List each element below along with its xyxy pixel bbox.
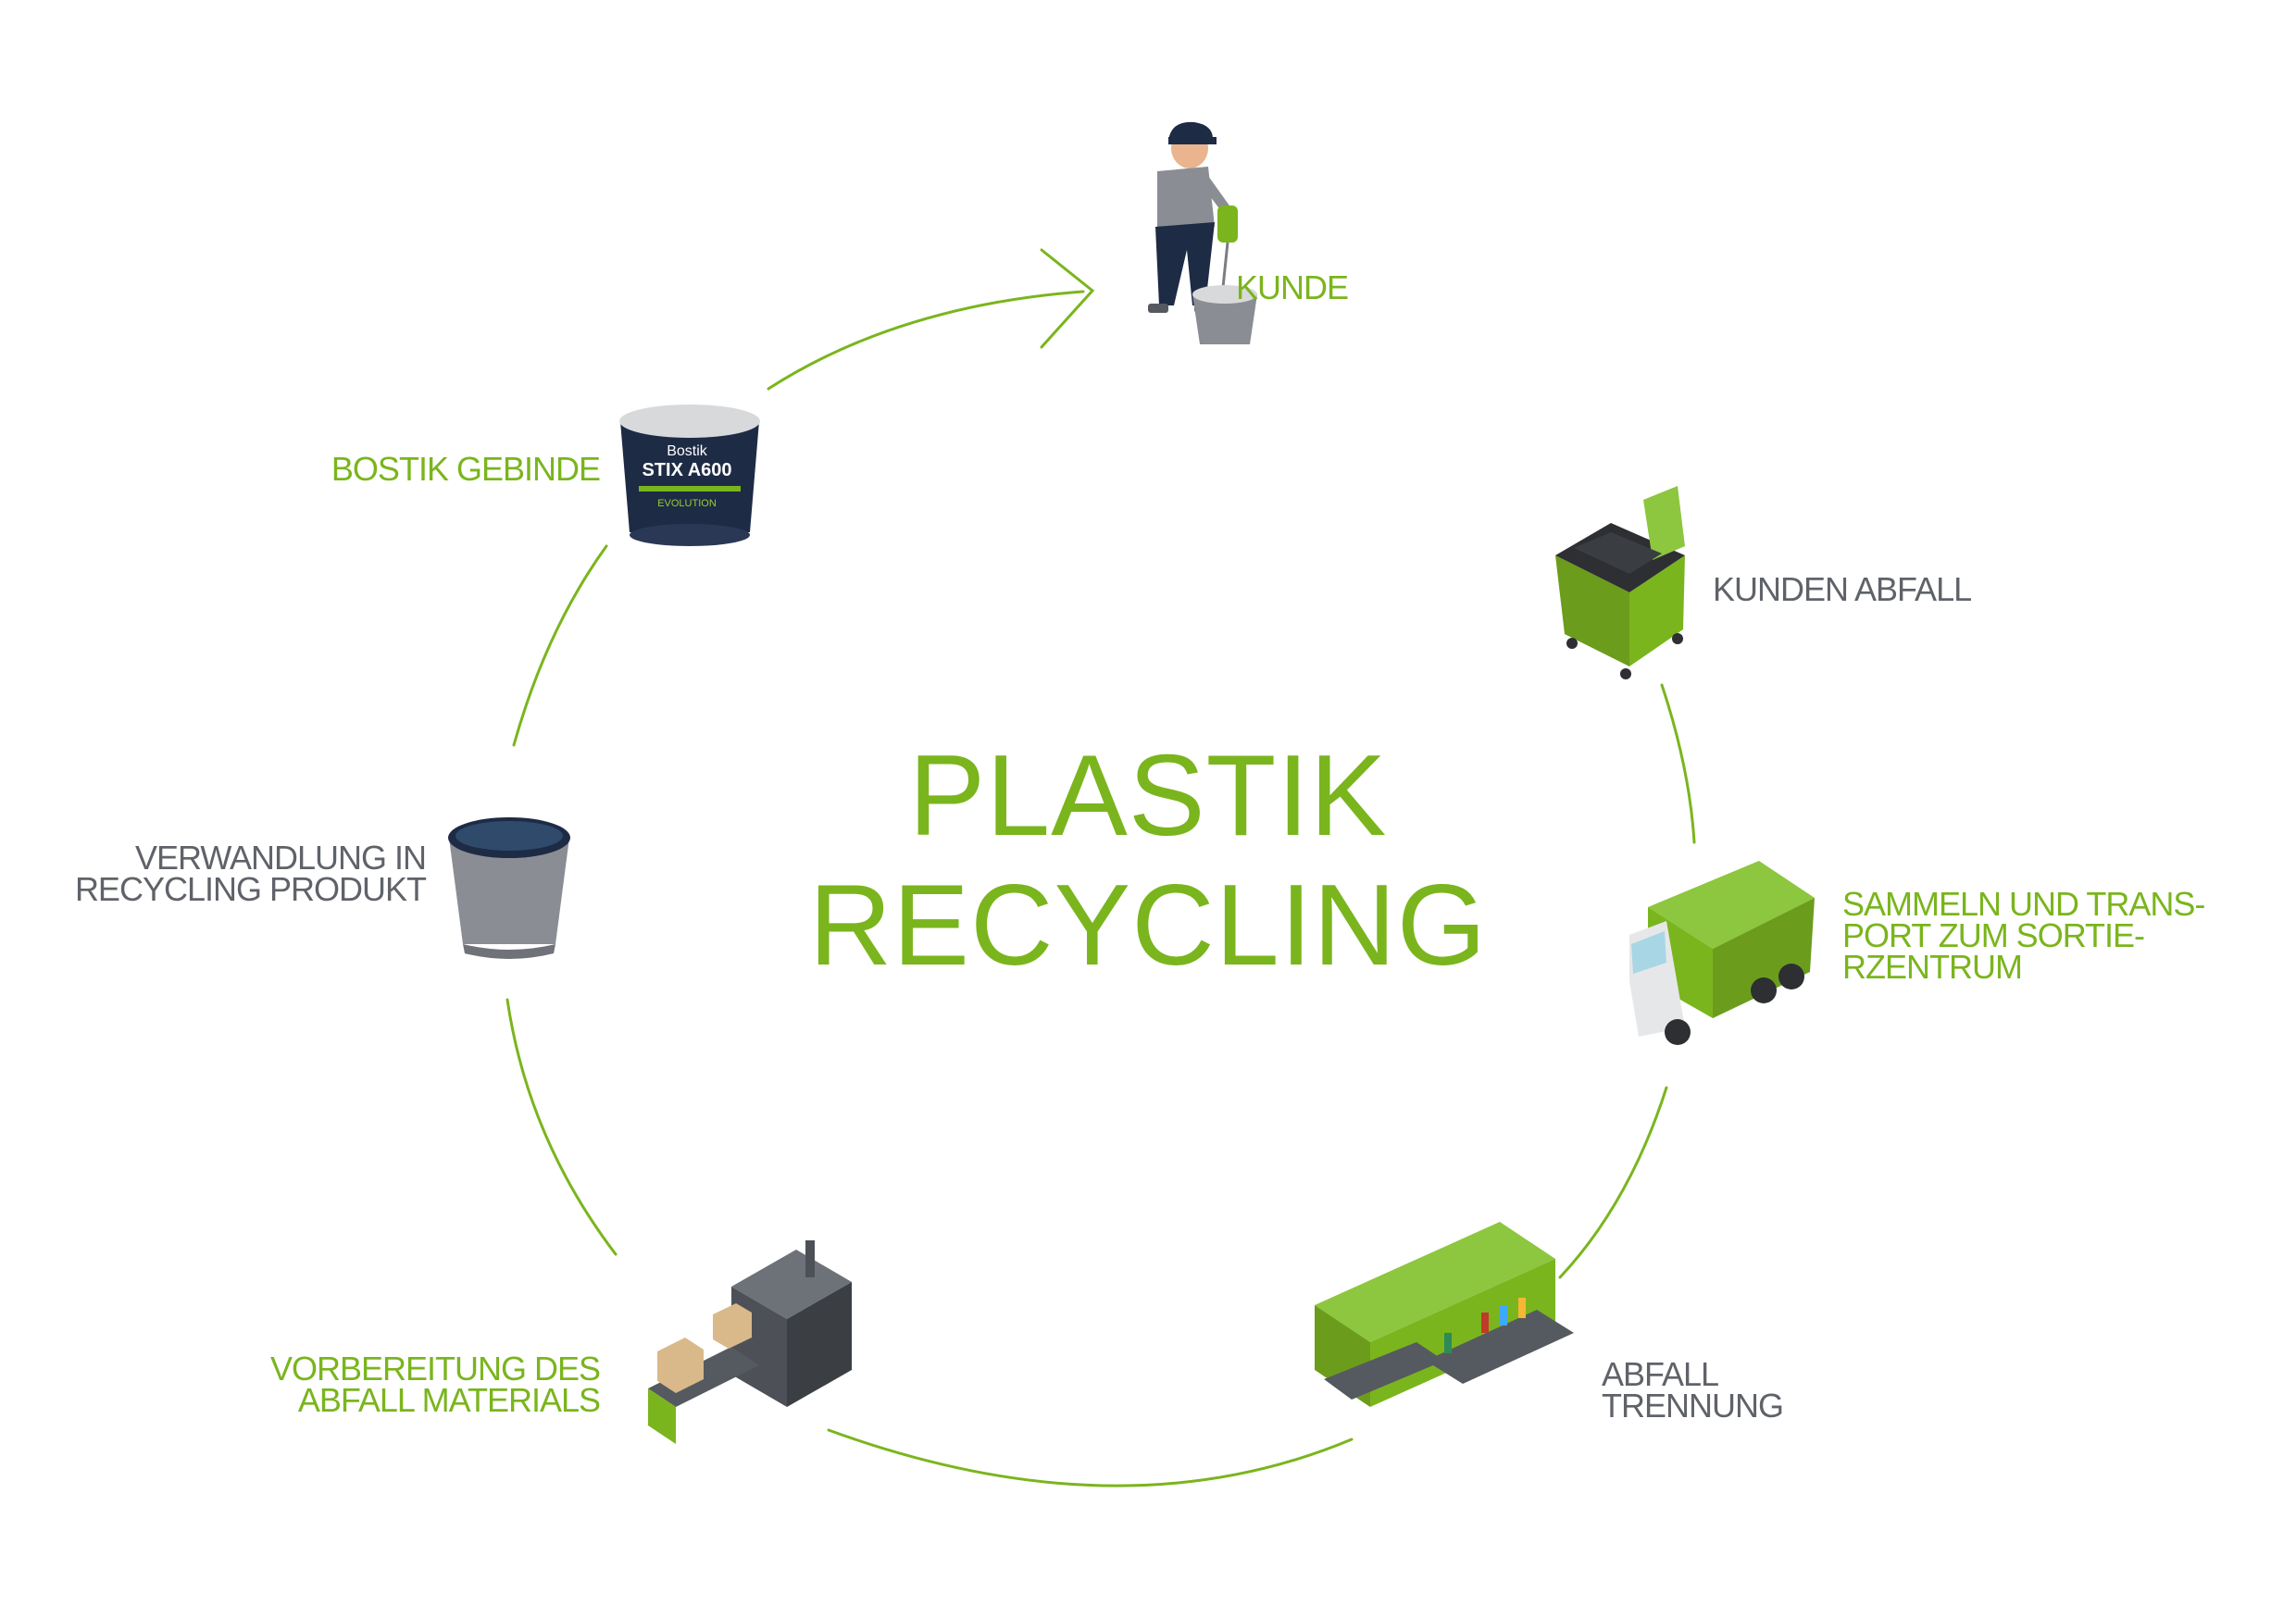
arc-verwandlung-to-bostik	[512, 544, 608, 747]
arrow-head-icon	[1040, 248, 1095, 349]
arc-vorbereitung-to-verwandlung	[505, 998, 618, 1256]
waste-container-icon	[1555, 486, 1685, 679]
title-line-2: RECYCLING	[808, 862, 1488, 989]
title-line-1: PLASTIK	[908, 732, 1388, 860]
step-label-verwandlung: VERWANDLUNG IN RECYCLING PRODUKT	[74, 839, 427, 908]
sorting-machine-icon	[1315, 1222, 1574, 1407]
bostik-brand-label: Bostik	[667, 443, 708, 459]
step-label-sammeln: SAMMELN UND TRANS- PORT ZUM SORTIE- RZEN…	[1842, 885, 2205, 986]
bostik-product-name: STIX A600	[642, 460, 731, 480]
recycled-bucket-icon	[448, 817, 570, 959]
arc-kunden-abfall-to-truck	[1660, 683, 1696, 844]
arc-bostik-to-kunde	[767, 290, 1085, 391]
worker-mixing-icon	[1148, 121, 1257, 344]
bostik-product-variant: EVOLUTION	[657, 498, 717, 509]
processing-factory-icon	[648, 1240, 852, 1444]
step-label-kunden-abfall: KUNDEN ABFALL	[1713, 570, 1972, 608]
diagram-title: PLASTIK RECYCLING	[685, 731, 1611, 990]
garbage-truck-icon	[1629, 861, 1815, 1045]
bostik-bucket-icon: Bostik STIX A600 EVOLUTION	[619, 404, 760, 546]
step-label-abfall-trennung: ABFALL TRENNUNG	[1602, 1355, 1784, 1425]
cycle-arcs	[505, 248, 1696, 1487]
arc-trennung-to-vorbereitung	[827, 1428, 1354, 1487]
arc-truck-to-trennung	[1558, 1086, 1668, 1279]
step-label-vorbereitung: VORBEREITUNG DES ABFALL MATERIALS	[269, 1350, 601, 1419]
step-label-bostik: BOSTIK GEBINDE	[331, 450, 601, 488]
step-label-kunde: KUNDE	[1236, 268, 1349, 306]
